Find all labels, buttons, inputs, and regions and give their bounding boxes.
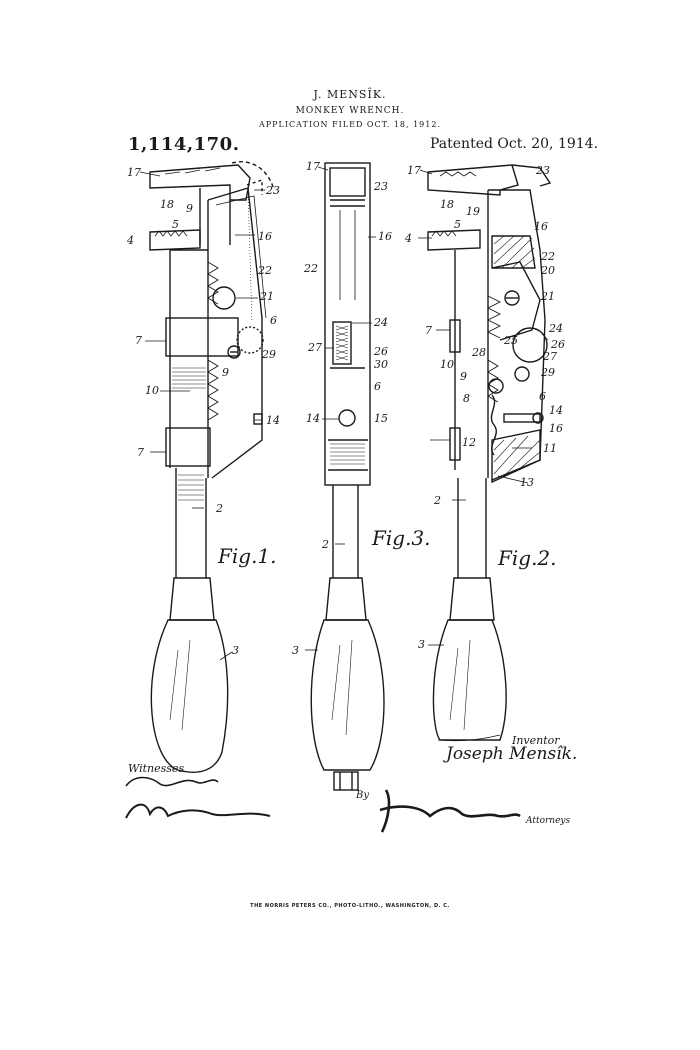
ref-9: 9 [186,202,193,215]
ref-21: 21 [541,290,555,303]
ref-14: 14 [549,404,563,417]
ref-23: 23 [266,184,280,197]
inventor-name: J. MENSÎK. [313,88,387,101]
ref-9: 9 [460,370,467,383]
invention-title: MONKEY WRENCH. [295,106,405,116]
inventor-label: Inventor [512,734,560,747]
ref-7: 7 [135,334,142,347]
ref-3: 3 [418,638,425,651]
ref-2: 2 [216,502,223,515]
patent-date: Patented Oct. 20, 1914. [430,136,599,152]
ref-29: 29 [541,366,555,379]
ref-6: 6 [539,390,546,403]
ref-27: 27 [543,350,557,363]
ref-27: 27 [308,341,322,354]
ref-26: 26 [374,345,388,358]
ref-4: 4 [127,234,134,247]
ref-24: 24 [549,322,563,335]
ref-16: 16 [549,422,563,435]
ref-17: 17 [127,166,141,179]
ref-21: 21 [260,290,274,303]
attorney-signature [379,789,521,833]
ref-7b: 7 [137,446,144,459]
ref-28: 28 [472,346,486,359]
ref-17: 17 [306,160,320,173]
witnesses-label: Witnesses [128,762,185,775]
ref-14: 14 [306,412,320,425]
ref-23: 23 [374,180,388,193]
ref-11: 11 [543,442,557,455]
application-filed: APPLICATION FILED OCT. 18, 1912. [259,120,441,129]
ref-10: 10 [440,358,454,371]
ref-25: 25 [504,334,518,347]
ref-5: 5 [172,218,179,231]
fig2-wrench [427,164,552,742]
ref-17: 17 [407,164,421,177]
ref-5: 5 [454,218,461,231]
ref-23: 23 [536,164,550,177]
ref-8: 8 [463,392,470,405]
ref-13: 13 [520,476,534,489]
ref-15: 15 [374,412,388,425]
ref-7: 7 [425,324,432,337]
witness-signature-2 [125,803,271,819]
fig3-label: Fig.3. [372,526,431,550]
ref-18: 18 [160,198,174,211]
inventor-signature: Joseph Mensîk. [446,744,578,764]
ref-18: 18 [440,198,454,211]
ref-22: 22 [541,250,555,263]
ref-9b: 9 [222,366,229,379]
ref-6: 6 [374,380,381,393]
ref-4: 4 [405,232,412,245]
fig2-label: Fig.2. [498,546,557,570]
ref-6: 6 [270,314,277,327]
ref-12: 12 [462,436,476,449]
ref-2: 2 [322,538,329,551]
ref-16: 16 [378,230,392,243]
ref-14: 14 [266,414,280,427]
ref-20: 20 [541,264,555,277]
witness-signature-1 [125,776,219,787]
ref-2: 2 [434,494,441,507]
ref-16: 16 [534,220,548,233]
lithographer-footer: THE NORRIS PETERS CO., PHOTO-LITHO., WAS… [250,903,450,909]
fig1-label: Fig.1. [218,544,277,568]
ref-19: 19 [466,205,480,218]
ref-22: 22 [304,262,318,275]
ref-16: 16 [258,230,272,243]
ref-22: 22 [258,264,272,277]
ref-30: 30 [374,358,388,371]
attorneys-label: Attorneys [526,816,571,826]
leader-lines [139,166,532,661]
fig3-wrench [310,162,385,791]
ref-26: 26 [551,338,565,351]
ref-24: 24 [374,316,388,329]
by-label: By [356,790,369,801]
patent-number: 1,114,170. [128,134,240,155]
ref-29: 29 [262,348,276,361]
ref-10: 10 [145,384,159,397]
ref-3: 3 [232,644,239,657]
ref-3: 3 [292,644,299,657]
